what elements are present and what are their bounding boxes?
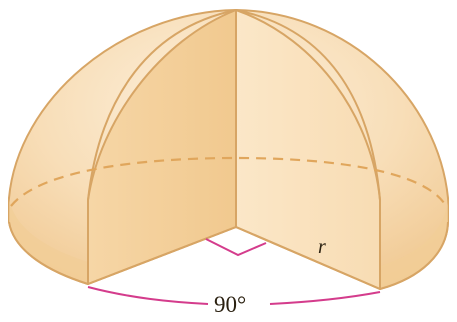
rim-shading [9,198,88,284]
angle-label: 90° [214,292,246,317]
meridian-arc-left [87,9,237,201]
radius-edge-left [87,226,237,285]
base-front-edge-right [379,221,449,290]
meridian-arc-right [235,9,381,201]
radius-edge-right [235,226,381,290]
rim-shading-right [380,198,448,289]
radius-label: r [318,236,326,258]
right-angle-marker [205,238,267,257]
base-front-edge [8,221,89,285]
hidden-equator-dashed [10,156,447,207]
angle-arc-left [87,286,209,305]
angle-arc-right [269,291,381,305]
